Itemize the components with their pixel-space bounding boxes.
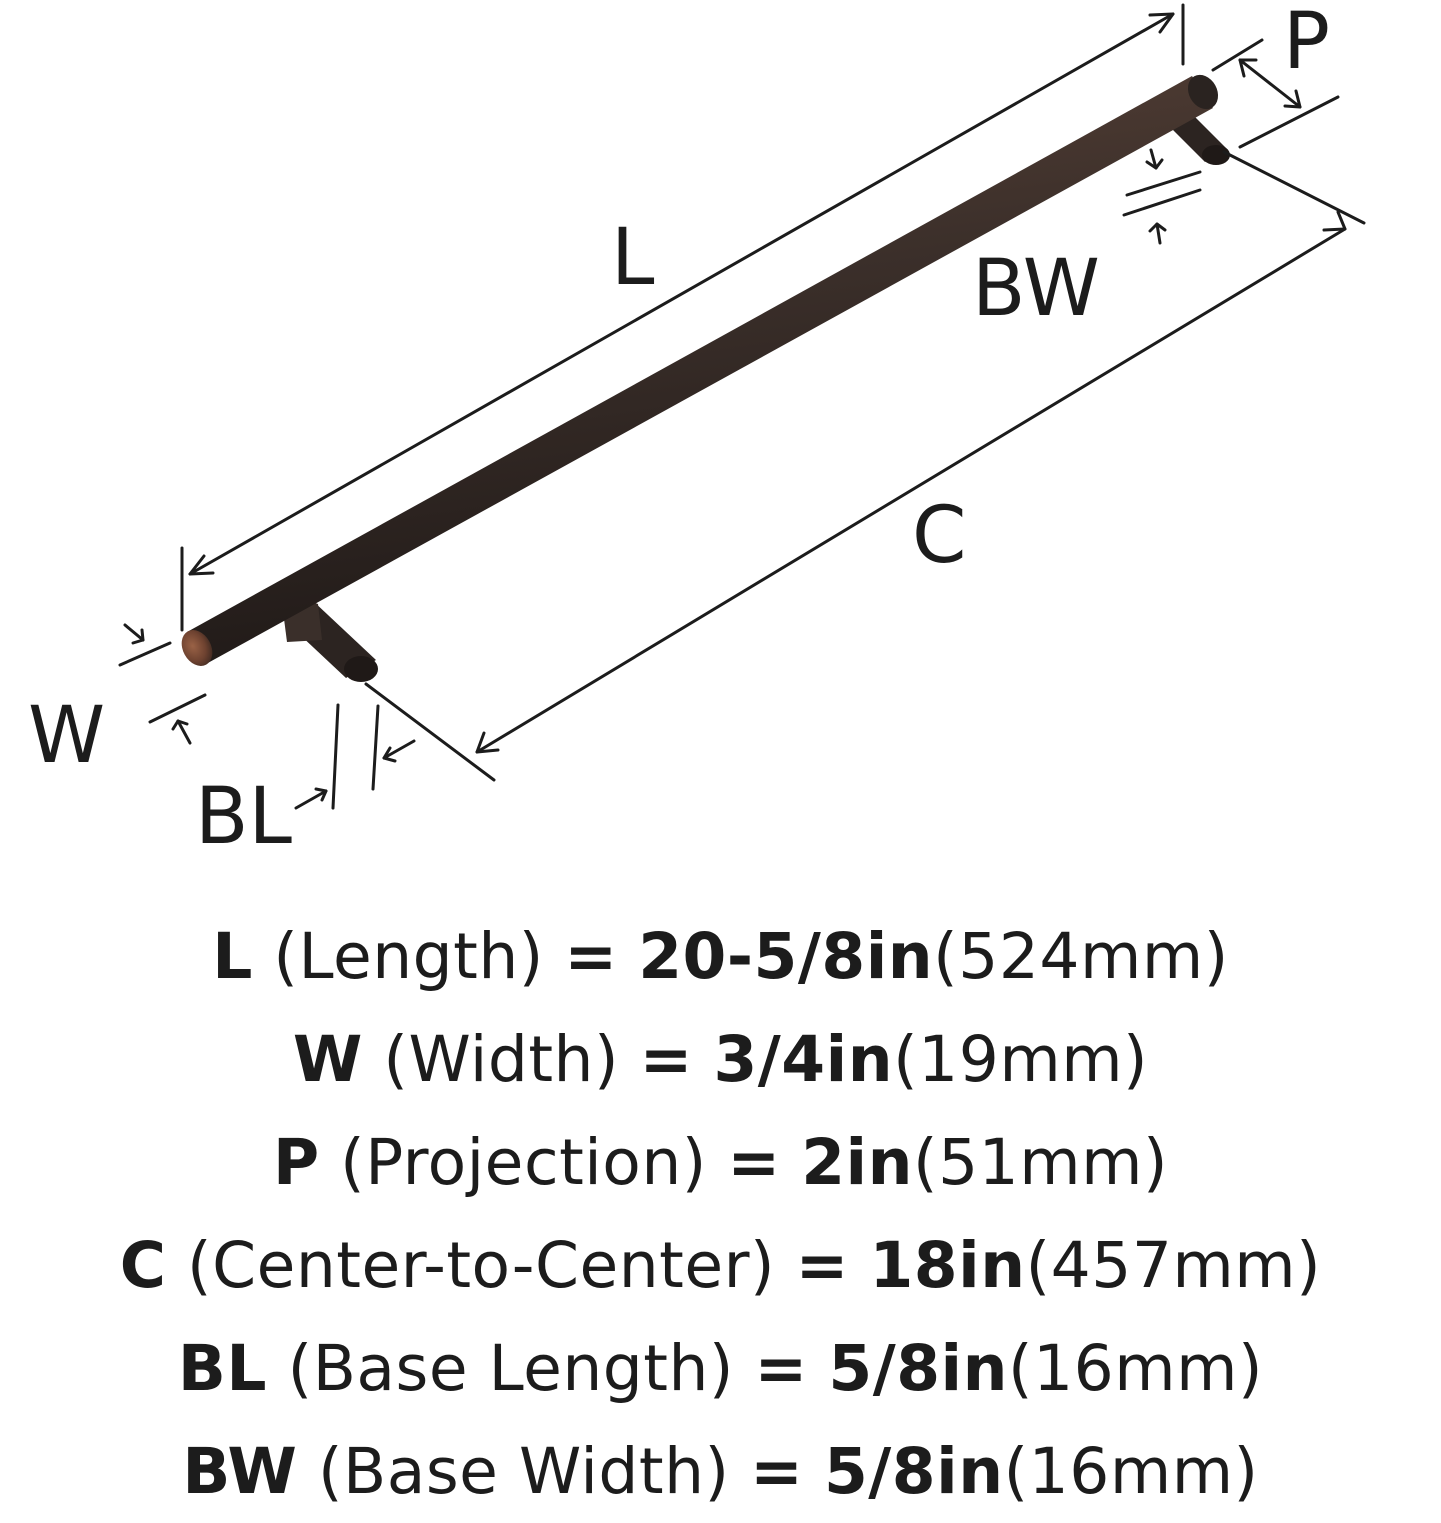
spec-metric-value: (16mm): [1003, 1435, 1259, 1508]
spec-line: P (Projection) = 2in(51mm): [0, 1111, 1441, 1214]
spec-code: L: [212, 920, 253, 993]
spec-code: P: [272, 1126, 320, 1199]
spec-imperial-value: 20-5/8in: [638, 920, 934, 993]
spec-description: (Width): [383, 1023, 620, 1096]
spec-line: L (Length) = 20-5/8in(524mm): [0, 905, 1441, 1008]
spec-code: C: [119, 1229, 167, 1302]
base-width-dimension: [1122, 148, 1202, 245]
spec-imperial-value: 18in: [869, 1229, 1026, 1302]
spec-line: BW (Base Width) = 5/8in(16mm): [0, 1420, 1441, 1523]
length-dimension: [180, 3, 1185, 632]
label-center-to-center: C: [912, 491, 966, 581]
spec-code: W: [292, 1023, 363, 1096]
spec-equals: =: [564, 920, 618, 993]
spec-imperial-value: 5/8in: [828, 1332, 1009, 1405]
spec-metric-value: (16mm): [1008, 1332, 1264, 1405]
spec-metric-value: (51mm): [912, 1126, 1169, 1199]
width-dimension: [118, 623, 207, 745]
spec-metric-value: (19mm): [893, 1023, 1149, 1096]
spec-equals: =: [754, 1332, 808, 1405]
specifications-list: L (Length) = 20-5/8in(524mm)W (Width) = …: [0, 905, 1441, 1523]
spec-equals: =: [795, 1229, 849, 1302]
center-to-center-dimension: [364, 150, 1366, 782]
spec-imperial-value: 2in: [801, 1126, 913, 1199]
base-length-dimension: [294, 703, 416, 810]
spec-code: BL: [177, 1332, 268, 1405]
label-length: L: [611, 213, 655, 303]
spec-imperial-value: 3/4in: [713, 1023, 894, 1096]
label-base-width: BW: [972, 244, 1100, 334]
spec-imperial-value: 5/8in: [823, 1435, 1004, 1508]
rod-left-end-face: [181, 630, 213, 666]
dimension-diagram: L P BW C W BL: [28, 0, 1366, 862]
spec-metric-value: (524mm): [933, 920, 1229, 993]
rod: [187, 76, 1213, 664]
spec-line: W (Width) = 3/4in(19mm): [0, 1008, 1441, 1111]
label-width: W: [28, 691, 105, 781]
spec-metric-value: (457mm): [1025, 1229, 1322, 1302]
spec-equals: =: [639, 1023, 693, 1096]
rod-right-end: [1187, 74, 1219, 110]
spec-description: (Base Length): [287, 1332, 735, 1405]
spec-line: BL (Base Length) = 5/8in(16mm): [0, 1317, 1441, 1420]
label-projection: P: [1283, 0, 1330, 87]
bar-pull: [181, 74, 1230, 682]
label-base-length: BL: [195, 772, 293, 862]
spec-code: BW: [182, 1435, 298, 1508]
spec-line: C (Center-to-Center) = 18in(457mm): [0, 1214, 1441, 1317]
spec-description: (Base Width): [317, 1435, 730, 1508]
projection-dimension: [1211, 38, 1340, 149]
spec-equals: =: [727, 1126, 781, 1199]
spec-equals: =: [750, 1435, 804, 1508]
spec-description: (Center-to-Center): [187, 1229, 776, 1302]
spec-description: (Length): [273, 920, 544, 993]
spec-description: (Projection): [340, 1126, 707, 1199]
